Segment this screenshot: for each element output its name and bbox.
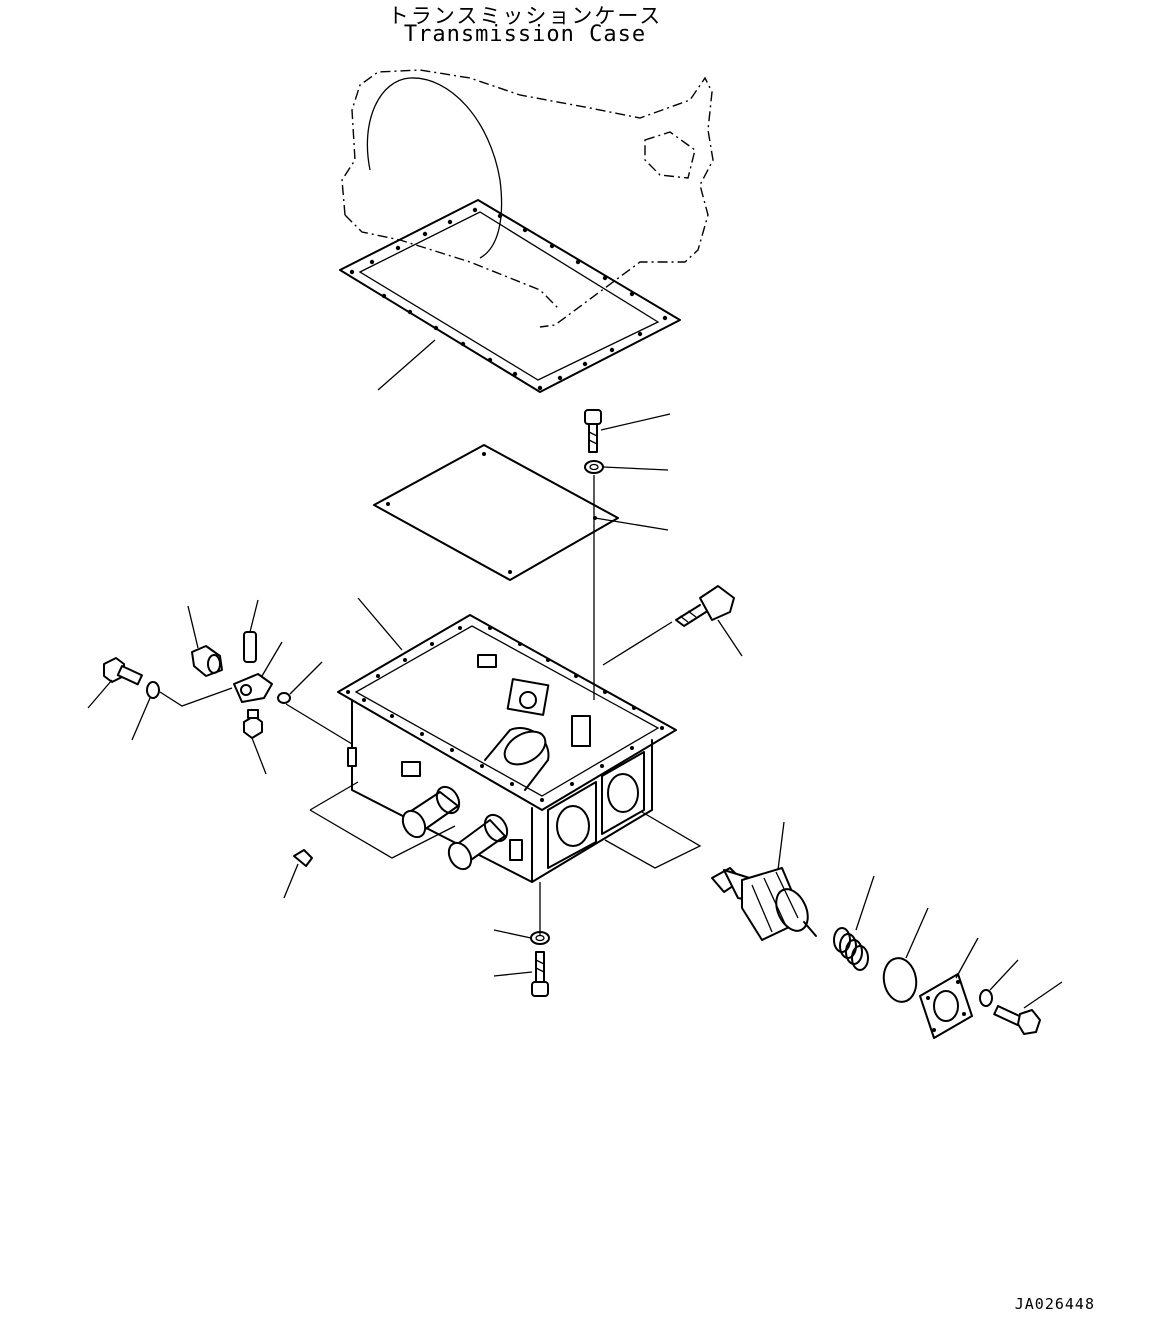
left-bolt	[87, 657, 143, 709]
guide-lines	[309, 621, 702, 935]
title-japanese: トランスミッションケース	[387, 4, 663, 28]
side-tube-2	[447, 813, 509, 871]
flange-cover	[919, 937, 979, 1039]
top-washer	[584, 460, 669, 700]
bottom-washer	[493, 929, 550, 945]
adapter-flange	[233, 641, 283, 703]
small-plug	[283, 849, 313, 899]
top-bolt	[584, 409, 671, 453]
left-plug	[187, 605, 223, 677]
left-washer	[131, 681, 233, 741]
case-body	[337, 597, 677, 883]
upper-gasket	[339, 199, 681, 393]
o-ring	[882, 907, 929, 1003]
spring	[833, 875, 875, 971]
right-bolt	[993, 981, 1063, 1035]
transmission-outline	[341, 69, 714, 328]
breather-plug	[675, 585, 743, 657]
bottom-bolt	[493, 951, 549, 997]
cover-plate	[373, 444, 669, 581]
strainer-element	[711, 821, 817, 941]
right-washer	[979, 959, 1019, 1007]
title-english: Transmission Case	[403, 22, 647, 47]
document-code: JA026448	[1014, 1295, 1095, 1313]
side-tube-1	[401, 785, 461, 839]
small-o-ring	[277, 661, 353, 745]
left-lower-plug	[243, 709, 267, 775]
dowel-pin	[243, 599, 259, 663]
